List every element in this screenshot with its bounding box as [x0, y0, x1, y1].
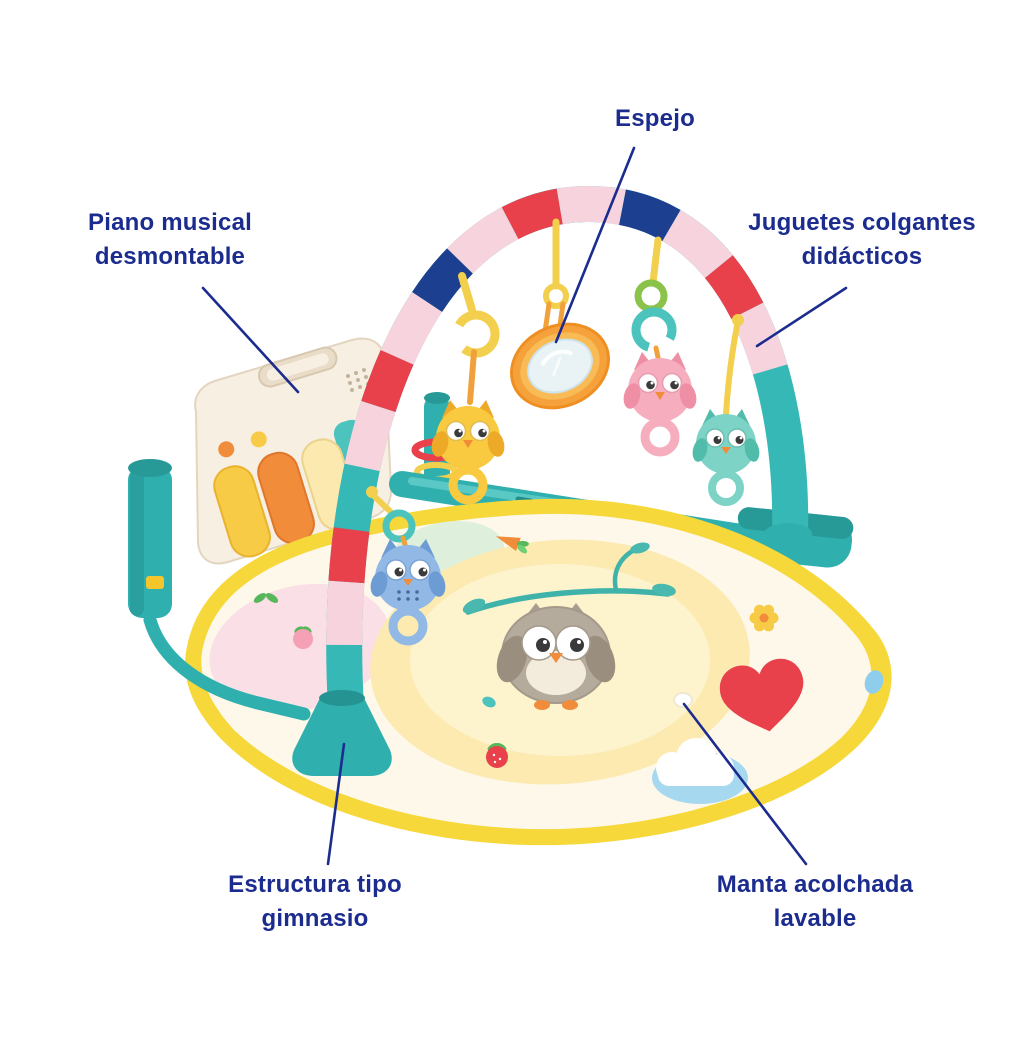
yellow-clip-left — [146, 576, 164, 589]
label-juguetes-colgantes: Juguetes colgantes didácticos — [748, 209, 976, 270]
cloud-graphic — [652, 738, 748, 804]
strap-teal-owl — [723, 314, 744, 417]
owl-toy-yellow — [431, 400, 505, 505]
label-piano-musical: Piano musical desmontable — [88, 209, 252, 270]
leader-mirror — [554, 146, 636, 344]
ring-chain-pink — [631, 236, 677, 365]
ring-chain-yellow — [452, 272, 500, 405]
leader-lines — [201, 146, 848, 866]
left-rail — [143, 613, 311, 721]
strawberry-pink-graphic — [293, 626, 313, 649]
mat-owl-graphic — [496, 603, 616, 710]
owl-toy-pink — [623, 352, 697, 457]
leader-piano — [201, 286, 300, 394]
teal-leaf-graphic — [482, 696, 496, 708]
label-espejo: Espejo — [615, 105, 695, 132]
blue-drop-graphic — [864, 670, 884, 694]
label-manta-acolchada: Manta acolchada lavable — [716, 871, 914, 932]
piano-speaker-dots — [346, 368, 370, 392]
sprout-graphic — [253, 593, 279, 603]
leader-hanging-toys — [755, 286, 848, 348]
mirror-toy — [510, 218, 610, 410]
owl-toy-teal — [692, 409, 760, 506]
leader-structure — [326, 742, 346, 866]
left-foot — [292, 690, 392, 776]
left-post-shade — [130, 470, 144, 616]
carrot-graphic — [495, 536, 529, 554]
label-estructura-gimnasio: Estructura tipo gimnasio — [228, 871, 402, 932]
hanging-toys — [366, 218, 760, 646]
leader-mat — [682, 702, 808, 866]
branch-leaves — [462, 542, 676, 614]
owl-toy-blue — [370, 539, 446, 646]
left-post-cap — [128, 459, 172, 477]
corner-post-cap — [424, 392, 450, 404]
strawberry-red-graphic — [486, 743, 508, 768]
blue-owl-speaker-dots — [397, 590, 419, 601]
heart-graphic — [720, 658, 804, 732]
right-foot-cap — [764, 523, 812, 545]
flower-graphic — [749, 604, 779, 632]
branch-graphic — [465, 547, 671, 615]
white-dot-graphic — [673, 692, 693, 708]
